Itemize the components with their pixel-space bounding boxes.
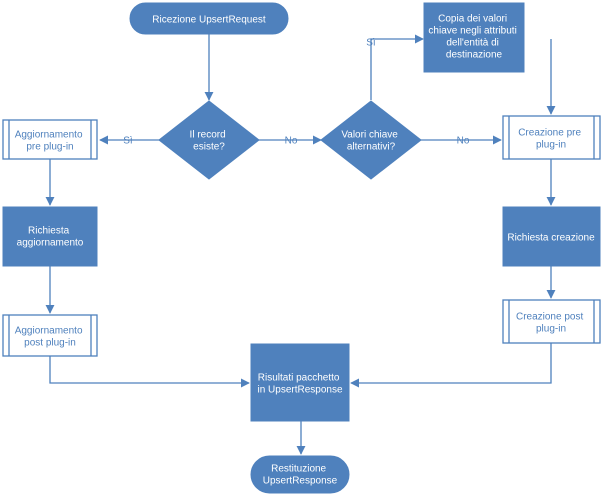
process-create-post-plugin: Creazione post plug-in bbox=[502, 299, 601, 344]
process-results-line-1: Risultati pacchetto bbox=[258, 373, 340, 384]
process-copy-values-line-2: chiave negli attributi bbox=[428, 26, 516, 37]
decision-record-exists-line-1: Il record bbox=[190, 130, 226, 141]
svg-text:Copia dei valori chiave: Copia dei valori chiave negli attributi … bbox=[428, 14, 519, 61]
edge-update-post-to-results bbox=[49, 356, 250, 388]
edge-label-no-alt: No bbox=[457, 136, 470, 147]
process-update-request: Richiesta aggiornamento bbox=[2, 206, 98, 267]
svg-text:Aggiornamento post plug-: Aggiornamento post plug-in bbox=[15, 326, 86, 349]
svg-text:Restituzione UpsertRespo: Restituzione UpsertResponse bbox=[263, 464, 338, 487]
edge-label-no-record: No bbox=[285, 136, 298, 147]
decision-record-exists: Il record esiste? bbox=[158, 100, 260, 180]
svg-text:Risultati pacchetto in U: Risultati pacchetto in UpsertResponse bbox=[257, 373, 342, 396]
process-copy-values: Copia dei valori chiave negli attributi … bbox=[423, 2, 525, 73]
process-create-pre-plugin-line-1: Creazione pre bbox=[518, 128, 581, 139]
process-create-post-plugin-line-1: Creazione post bbox=[516, 312, 583, 323]
process-create-request: Richiesta creazione bbox=[502, 206, 601, 267]
svg-text:Richiesta aggiornamento: Richiesta aggiornamento bbox=[17, 226, 84, 249]
process-create-request-line-1: Richiesta creazione bbox=[507, 233, 595, 244]
process-update-pre-plugin-line-1: Aggiornamento bbox=[15, 130, 83, 141]
svg-text:Richiesta creazione: Richiesta creazione bbox=[507, 233, 595, 244]
edge-label-yes-update: Sì bbox=[123, 136, 133, 147]
process-update-request-line-2: aggiornamento bbox=[17, 238, 84, 249]
process-update-pre-plugin-line-2: pre plug-in bbox=[26, 142, 73, 153]
edge-label-yes-alt: Sì bbox=[366, 38, 376, 49]
process-copy-values-line-1: Copia dei valori bbox=[438, 14, 507, 25]
end-node-line-2: UpsertResponse bbox=[263, 476, 338, 487]
process-results-line-2: in UpsertResponse bbox=[257, 385, 342, 396]
process-copy-values-line-4: destinazione bbox=[446, 50, 503, 61]
process-results: Risultati pacchetto in UpsertResponse bbox=[250, 343, 350, 422]
process-create-post-plugin-line-2: plug-in bbox=[536, 324, 566, 335]
start-node: Ricezione UpsertRequest bbox=[129, 2, 289, 35]
svg-text:Aggiornamento pre plug-i: Aggiornamento pre plug-in bbox=[15, 130, 86, 153]
decision-alternate-keys-line-1: Valori chiave bbox=[341, 130, 398, 141]
start-node-line-1: Ricezione UpsertRequest bbox=[152, 15, 266, 26]
process-copy-values-line-3: dell'entità di bbox=[446, 38, 499, 49]
svg-text:Creazione post plug-in: Creazione post plug-in bbox=[516, 312, 586, 335]
end-node-line-1: Restituzione bbox=[271, 464, 326, 475]
process-update-post-plugin: Aggiornamento post plug-in bbox=[2, 314, 98, 357]
edge-alt-keys-to-copy-values bbox=[370, 34, 424, 100]
svg-text:Il record esiste?: Il record esiste? bbox=[190, 130, 229, 153]
connectors bbox=[45, 34, 556, 455]
process-create-pre-plugin: Creazione pre plug-in bbox=[502, 115, 601, 160]
process-update-post-plugin-line-2: post plug-in bbox=[24, 338, 76, 349]
svg-text:Creazione pre plug-in: Creazione pre plug-in bbox=[518, 128, 584, 151]
svg-text:Valori chiave alternativ: Valori chiave alternativi? bbox=[341, 130, 400, 153]
decision-alternate-keys-line-2: alternativi? bbox=[347, 142, 396, 153]
edge-create-post-to-results bbox=[350, 343, 552, 388]
svg-text:Ricezione UpsertRequest: Ricezione UpsertRequest bbox=[152, 15, 266, 26]
process-update-request-line-1: Richiesta bbox=[28, 226, 70, 237]
process-update-post-plugin-line-1: Aggiornamento bbox=[15, 326, 83, 337]
process-update-pre-plugin: Aggiornamento pre plug-in bbox=[2, 119, 98, 160]
process-create-pre-plugin-line-2: plug-in bbox=[536, 140, 566, 151]
decision-record-exists-line-2: esiste? bbox=[193, 142, 225, 153]
end-node: Restituzione UpsertResponse bbox=[250, 455, 350, 494]
decision-alternate-keys: Valori chiave alternativi? bbox=[320, 100, 422, 180]
